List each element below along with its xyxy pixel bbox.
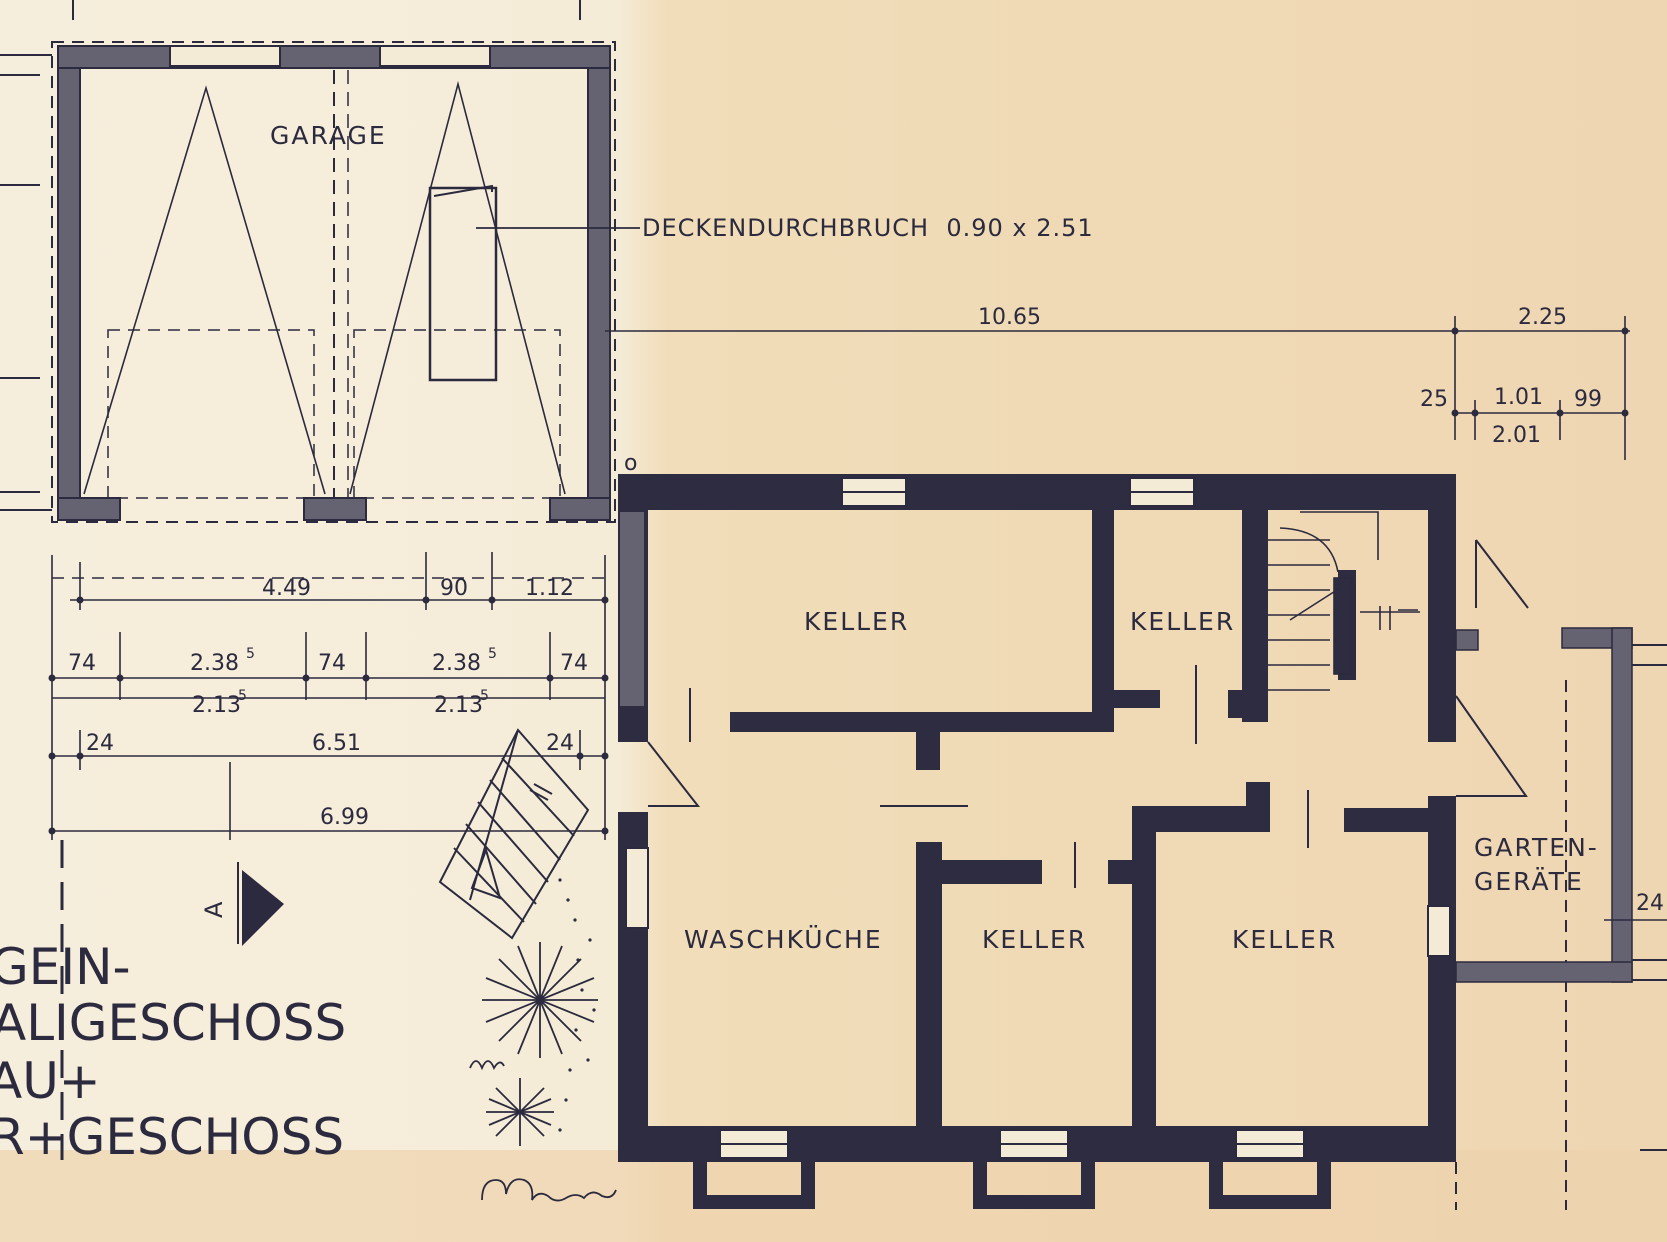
dim-24-c: 24 xyxy=(1636,891,1664,916)
dim-sup-d: 5 xyxy=(480,688,489,704)
garage-window-1 xyxy=(169,45,281,67)
dim-74-c: 74 xyxy=(560,651,588,676)
dim-6-99: 6.99 xyxy=(320,805,369,830)
dim-1-12: 1.12 xyxy=(525,576,574,601)
title-line-3: AU+ xyxy=(0,1052,101,1110)
keller-label-2: KELLER xyxy=(1130,607,1235,636)
dim-6-51: 6.51 xyxy=(312,731,361,756)
interior-stairs xyxy=(1268,511,1420,691)
dim-10-65: 10.65 xyxy=(978,305,1041,330)
basement-wall-grey-left xyxy=(620,512,644,712)
keller-label-1: KELLER xyxy=(804,607,909,636)
keller-label-3: KELLER xyxy=(982,925,1087,954)
light-wells xyxy=(693,1129,1331,1209)
paper-bottom-band xyxy=(0,1150,1667,1242)
basement-wall-right-upper xyxy=(1428,474,1456,742)
gartengeraete-label-2: GERÄTE xyxy=(1474,867,1584,896)
top-dimension-lines xyxy=(605,316,1630,460)
plant-symbols xyxy=(469,942,617,1202)
dim-90: 90 xyxy=(440,576,468,601)
garage-dimension-lines xyxy=(51,552,606,840)
section-marker-label: A xyxy=(200,901,228,918)
dim-sup-b: 5 xyxy=(488,646,497,662)
title-line-4: R+GESCHOSS xyxy=(0,1108,344,1166)
ceiling-opening-annotation: DECKENDURCHBRUCH 0.90 x 2.51 xyxy=(642,214,1094,242)
dim-74-a: 74 xyxy=(68,651,96,676)
dim-24-b: 24 xyxy=(546,731,574,756)
section-marker: A xyxy=(200,862,284,946)
dim-4-49: 4.49 xyxy=(262,576,311,601)
dim-99: 99 xyxy=(1574,387,1602,412)
point-mark: o xyxy=(624,451,637,476)
dim-sup-a: 5 xyxy=(246,646,255,662)
left-edge-lines xyxy=(0,0,581,511)
garage-block xyxy=(51,41,640,523)
basement-thin-lines xyxy=(647,539,1567,1210)
gartengeraete-label-1: GARTEN- xyxy=(1474,833,1599,862)
keller-label-4: KELLER xyxy=(1232,925,1337,954)
plant-dots xyxy=(558,878,596,1132)
title-line-1: GEIN- xyxy=(0,938,131,996)
garage-wall-top xyxy=(57,45,611,69)
dim-sup-c: 5 xyxy=(238,688,247,704)
top-dimension-dots xyxy=(1451,327,1629,417)
dim-2-01: 2.01 xyxy=(1492,423,1541,448)
title-line-2: ALIGESCHOSS xyxy=(0,994,346,1052)
ceiling-opening xyxy=(428,186,498,382)
dim-2-13-b: 2.13 xyxy=(434,693,483,718)
dim-2-38-b: 2.38 xyxy=(432,651,481,676)
garage-window-2 xyxy=(379,45,491,67)
dim-2-38-a: 2.38 xyxy=(190,651,239,676)
dim-2-13-a: 2.13 xyxy=(192,693,241,718)
basement-wall-right-lower xyxy=(1428,796,1456,1162)
waschkueche-label: WASCHKÜCHE xyxy=(684,925,883,954)
exterior-stairs xyxy=(438,728,590,940)
basement-wall-top xyxy=(618,474,1456,510)
garage-label: GARAGE xyxy=(270,121,387,150)
dim-74-b: 74 xyxy=(318,651,346,676)
dim-25: 25 xyxy=(1420,387,1448,412)
dim-24-a: 24 xyxy=(86,731,114,756)
dim-1-01: 1.01 xyxy=(1494,385,1543,410)
garage-wall-right xyxy=(587,45,611,521)
garage-wall-left xyxy=(57,45,81,521)
garage-dimension-dots xyxy=(48,596,609,835)
dim-2-25: 2.25 xyxy=(1518,305,1567,330)
garden-shed xyxy=(1455,627,1667,1151)
